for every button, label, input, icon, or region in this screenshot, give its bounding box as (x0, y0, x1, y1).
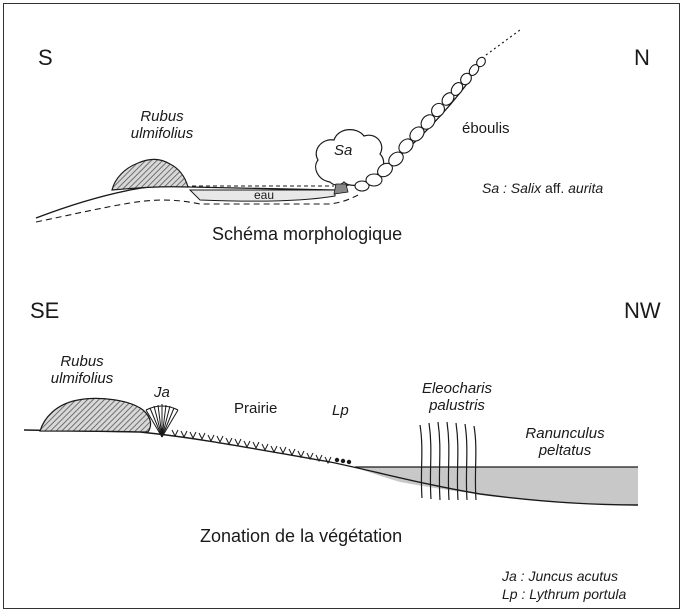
eleocharis-label-line2: palustris (402, 397, 512, 414)
ranunculus-label: Ranunculus peltatus (510, 425, 620, 459)
salix-legend-abbr: Sa : (482, 180, 507, 196)
salix-label: Sa (334, 142, 352, 159)
scree-label: éboulis (462, 120, 510, 137)
orientation-southeast: SE (30, 298, 59, 324)
water-zone (355, 467, 638, 505)
rubus-label-bottom-line2: ulmifolius (42, 370, 122, 387)
juncus-legend: Ja : Juncus acutus (502, 568, 618, 584)
orientation-north: N (634, 45, 650, 71)
rubus-label-line1: Rubus (122, 108, 202, 125)
rubus-label-bottom-line1: Rubus (42, 353, 122, 370)
juncus-label: Ja (154, 384, 170, 401)
rubus-label-line2: ulmifolius (122, 125, 202, 142)
ranunculus-label-line2: peltatus (510, 442, 620, 459)
slope-dotted (486, 30, 520, 55)
salix-legend-species: aurita (568, 180, 603, 196)
salix-legend: Sa : Salix aff. aurita (482, 180, 603, 196)
water-label: eau (254, 188, 274, 202)
salix-legend-genus: Salix (511, 180, 541, 196)
lythrum-legend: Lp : Lythrum portula (502, 586, 626, 602)
orientation-south: S (38, 45, 53, 71)
rubus-shrub-top (112, 159, 188, 190)
rubus-label-bottom: Rubus ulmifolius (42, 353, 122, 387)
ranunculus-label-line1: Ranunculus (510, 425, 620, 442)
meadow-label: Prairie (234, 400, 277, 417)
salix-trunk (334, 184, 348, 194)
lythrum-label: Lp (332, 402, 349, 419)
rubus-shrub-bottom (40, 398, 151, 432)
morphology-scheme (36, 30, 520, 222)
orientation-northwest: NW (624, 298, 661, 324)
morphology-caption: Schéma morphologique (212, 224, 402, 245)
eleocharis-label: Eleocharis palustris (402, 380, 512, 414)
zonation-caption: Zonation de la végétation (200, 526, 402, 547)
eleocharis-label-line1: Eleocharis (402, 380, 512, 397)
salix-legend-aff: aff. (545, 180, 564, 196)
rubus-label-top: Rubus ulmifolius (122, 108, 202, 142)
